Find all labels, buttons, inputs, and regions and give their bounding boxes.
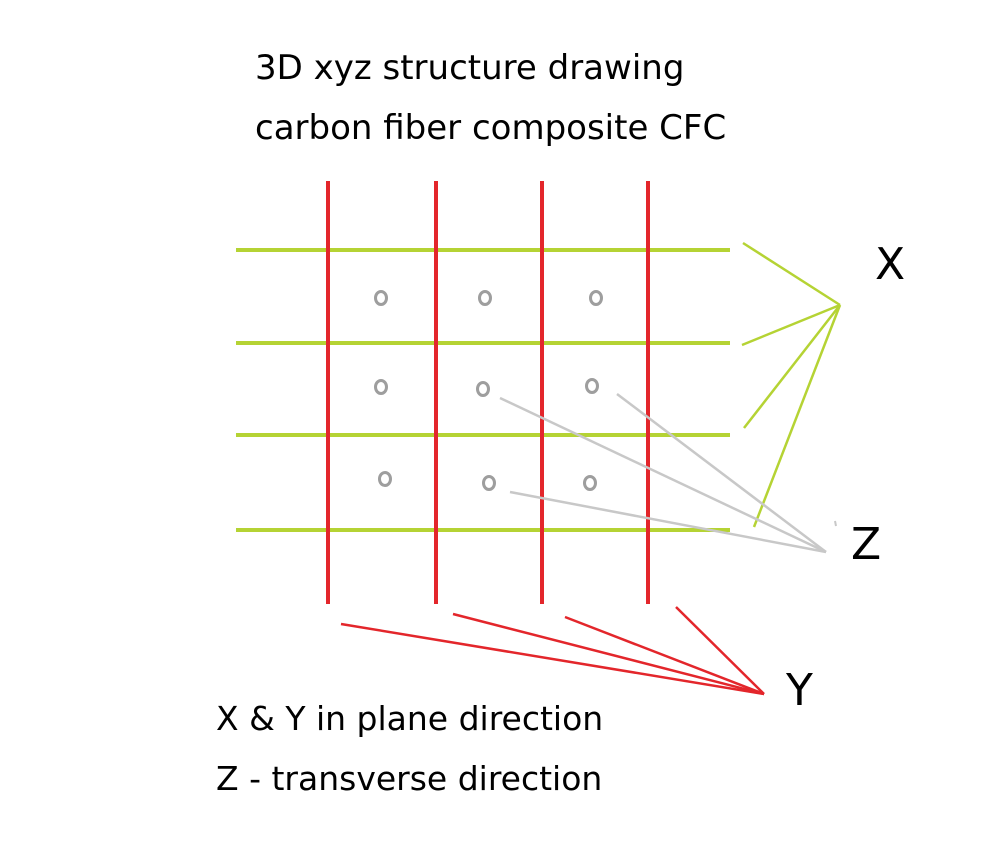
z-fiber-7 [378,471,392,487]
z-pointer-line-2 [616,393,827,553]
note-in-plane: X & Y in plane direction [216,699,603,738]
z-axis-label: Z [851,519,881,570]
x-axis-label: X [875,239,905,290]
note-transverse: Z - transverse direction [216,759,602,798]
z-fiber-group [374,290,603,491]
x-pointer-line-3 [743,304,841,429]
z-fiber-1 [374,290,388,306]
y-fiber-group [326,181,650,604]
y-pointer-line-2 [452,612,765,696]
x-pointer-line-4 [752,304,842,528]
y-pointer-line-3 [564,615,765,696]
z-fiber-5 [476,381,490,397]
y-pointer-group [340,606,765,696]
z-fiber-6 [585,378,599,394]
z-fiber-9 [583,475,597,491]
z-pointer-tick [834,520,837,527]
z-pointer-line-1 [499,396,827,554]
y-pointer-line-1 [340,622,765,696]
z-fiber-2 [478,290,492,306]
z-fiber-8 [482,475,496,491]
z-fiber-3 [589,290,603,306]
diagram-title-line-2: carbon fiber composite CFC [255,108,726,148]
z-fiber-4 [374,379,388,395]
x-pointer-line-1 [742,241,841,307]
x-pointer-group [741,241,842,528]
z-pointer-group [499,393,837,554]
x-pointer-line-2 [741,303,841,347]
y-axis-label: Y [785,665,813,716]
diagram-title-line-1: 3D xyz structure drawing [255,48,684,88]
y-pointer-line-4 [675,606,765,695]
z-pointer-line-3 [509,490,827,554]
